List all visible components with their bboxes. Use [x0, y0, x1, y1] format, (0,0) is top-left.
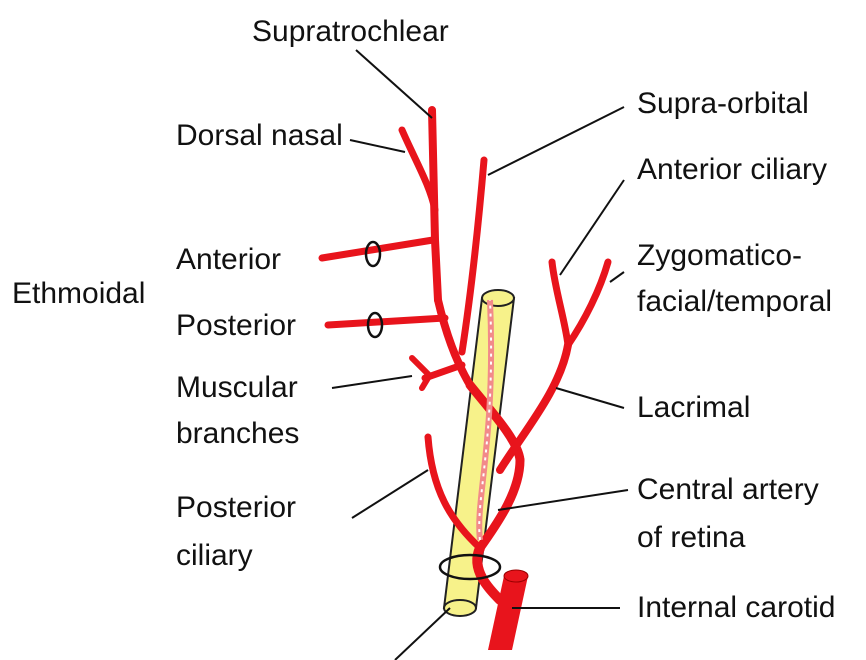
label-anterior-ethmoidal: Anterior	[176, 240, 281, 280]
label-lacrimal: Lacrimal	[637, 388, 750, 428]
label-posterior-ethmoidal: Posterior	[176, 306, 296, 346]
label-muscular-1: Muscular	[176, 368, 298, 408]
label-ethmoidal: Ethmoidal	[12, 274, 145, 314]
label-posterior-ciliary-1: Posterior	[176, 488, 296, 528]
internal-carotid-artery	[488, 570, 528, 650]
label-supra-orbital: Supra-orbital	[637, 84, 809, 124]
label-zygomatico-1: Zygomatico-	[637, 236, 802, 276]
label-internal-carotid: Internal carotid	[637, 588, 835, 628]
label-muscular-2: branches	[176, 414, 299, 454]
label-supratrochlear: Supratrochlear	[252, 12, 449, 52]
label-central-artery-1: Central artery	[637, 470, 819, 510]
label-zygomatico-2: facial/temporal	[637, 282, 832, 322]
label-posterior-ciliary-2: ciliary	[176, 536, 253, 576]
label-dorsal-nasal: Dorsal nasal	[176, 116, 343, 156]
label-anterior-ciliary: Anterior ciliary	[637, 150, 827, 190]
label-central-artery-2: of retina	[637, 518, 745, 558]
